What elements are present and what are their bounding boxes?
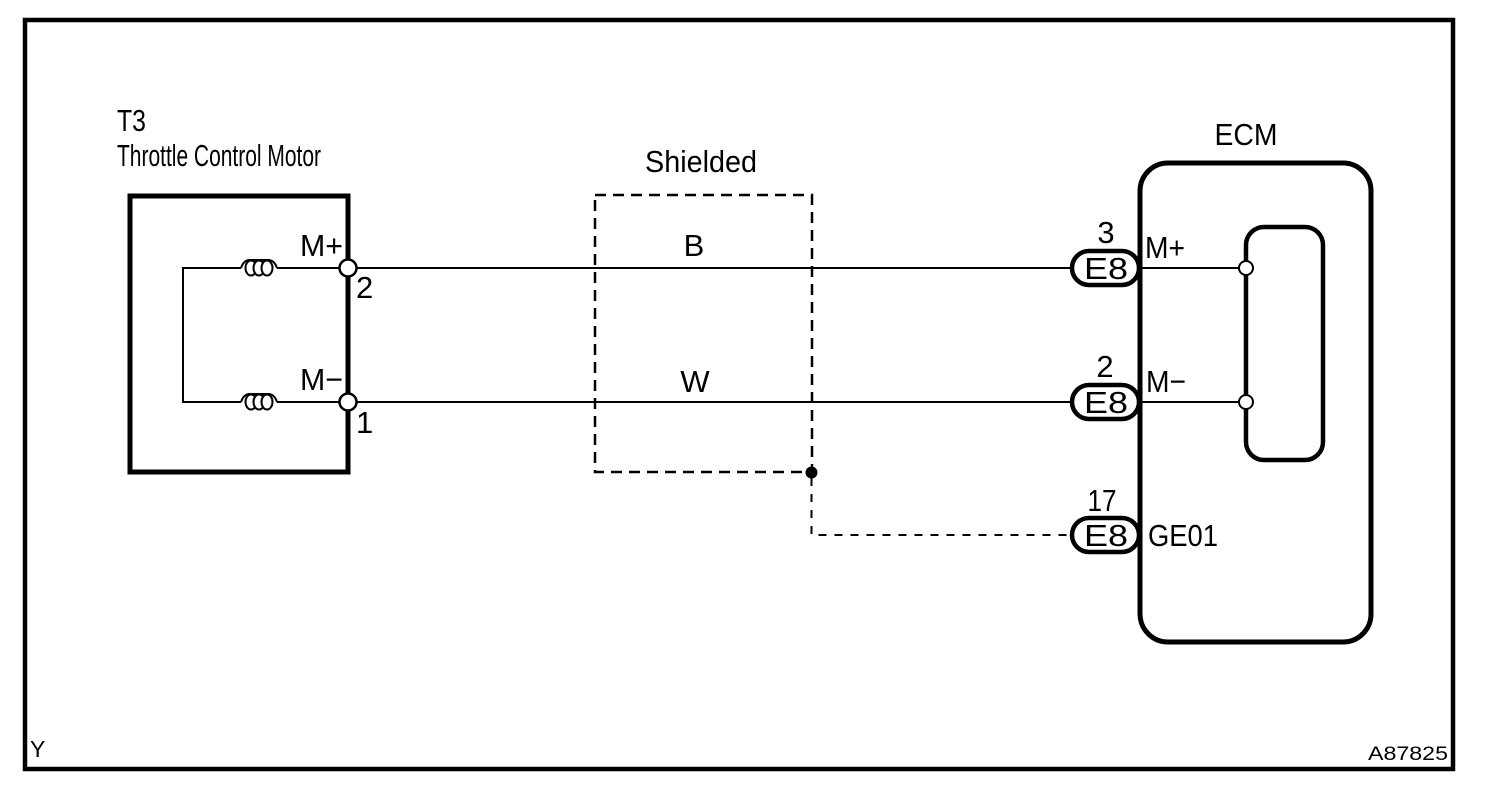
motor-internal-wire — [182, 267, 241, 403]
e8-pin17-connector-oval — [1069, 515, 1142, 555]
ecm-ge01-signal-label: GE01 — [1148, 518, 1218, 553]
coil-icon — [240, 259, 278, 277]
e8-pin3-connector-label: E8 — [1084, 251, 1128, 286]
motor-terminal-mminus-label: M− — [300, 362, 343, 397]
ecm-pin3-number: 3 — [1097, 215, 1114, 250]
e8-pin3-connector-oval — [1069, 248, 1142, 288]
ecm-pin17-number: 17 — [1088, 483, 1117, 518]
diagram-border — [22, 17, 1456, 772]
shield-junction-dot — [805, 466, 818, 479]
coil-icon — [240, 393, 278, 411]
shield-label: Shielded — [645, 144, 757, 179]
motor-pin2-number: 2 — [356, 270, 373, 305]
footer-figure-code: A87825 — [1368, 744, 1448, 765]
shield-ground-wire — [810, 478, 1072, 536]
ecm-mminus-signal-label: M− — [1146, 364, 1186, 399]
motor-pin1-number: 1 — [356, 405, 373, 440]
motor-terminal-mplus-circle — [338, 258, 358, 278]
motor-name-label: Throttle Control Motor — [117, 138, 321, 173]
e8-pin2-connector-oval — [1069, 382, 1142, 422]
wire-w-color-label: W — [680, 364, 710, 399]
ecm-inner-box — [1243, 224, 1326, 463]
footer-page-code: Y — [30, 736, 45, 762]
wire-b-color-label: B — [684, 228, 705, 263]
ecm-label: ECM — [1215, 117, 1278, 152]
ecm-inner-terminal-circle — [1238, 394, 1254, 410]
motor-id-label: T3 — [117, 103, 146, 138]
e8-pin17-connector-label: E8 — [1084, 518, 1128, 553]
motor-terminal-mplus-label: M+ — [300, 228, 343, 263]
motor-box — [127, 193, 351, 475]
e8-pin2-connector-label: E8 — [1084, 385, 1128, 420]
ecm-mplus-signal-label: M+ — [1145, 230, 1185, 265]
ecm-inner-terminal-circle — [1238, 260, 1254, 276]
ecm-pin2-number: 2 — [1096, 349, 1113, 384]
shield-box — [593, 193, 814, 474]
motor-terminal-mminus-circle — [338, 392, 358, 412]
